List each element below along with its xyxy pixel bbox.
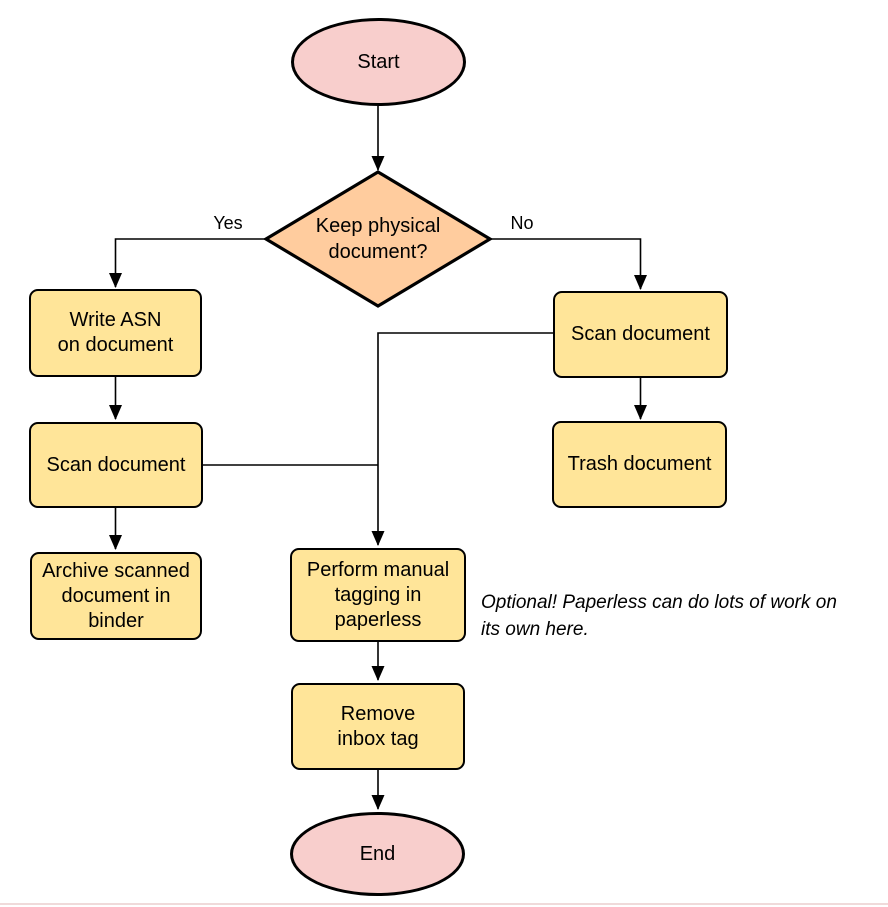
trash-label: Trash document	[567, 453, 712, 475]
process-manual-tagging: Perform manual tagging in paperless	[290, 548, 466, 642]
process-remove-inbox-tag: Remove inbox tag	[291, 683, 465, 770]
note-optional-paperless: Optional! Paperless can do lots of work …	[481, 592, 837, 640]
connector-scanright-to-tagging	[371, 332, 553, 546]
archive-label: Archive scanned document in binder	[42, 559, 190, 632]
edge-label-no: No	[510, 213, 534, 233]
end-label: End	[359, 842, 396, 865]
start-terminator: Start	[291, 18, 466, 106]
remove-inbox-label: Remove inbox tag	[337, 702, 419, 750]
edge-label-yes: Yes	[213, 213, 243, 233]
process-archive-scanned-document: Archive scanned document in binder	[30, 552, 202, 640]
connector-no-branch	[489, 238, 647, 290]
decision-diamond-shape	[262, 170, 494, 308]
decision-keep-physical-document: Keep physical document?	[288, 213, 468, 265]
tagging-label: Perform manual tagging in paperless	[306, 558, 450, 631]
write-asn-label: Write ASN on document	[57, 309, 174, 356]
decision-label: Keep physical document?	[315, 215, 441, 263]
process-trash-document: Trash document	[552, 421, 727, 508]
process-write-asn: Write ASN on document	[29, 289, 202, 377]
process-scan-document-right: Scan document	[553, 291, 728, 378]
scan-right-label: Scan document	[571, 323, 710, 345]
scan-left-label: Scan document	[46, 453, 186, 476]
connector-yes-branch	[109, 238, 266, 288]
end-terminator: End	[290, 812, 465, 896]
process-scan-document-left: Scan document	[29, 422, 203, 508]
bottom-edge-line	[0, 903, 888, 905]
start-label: Start	[357, 50, 400, 73]
